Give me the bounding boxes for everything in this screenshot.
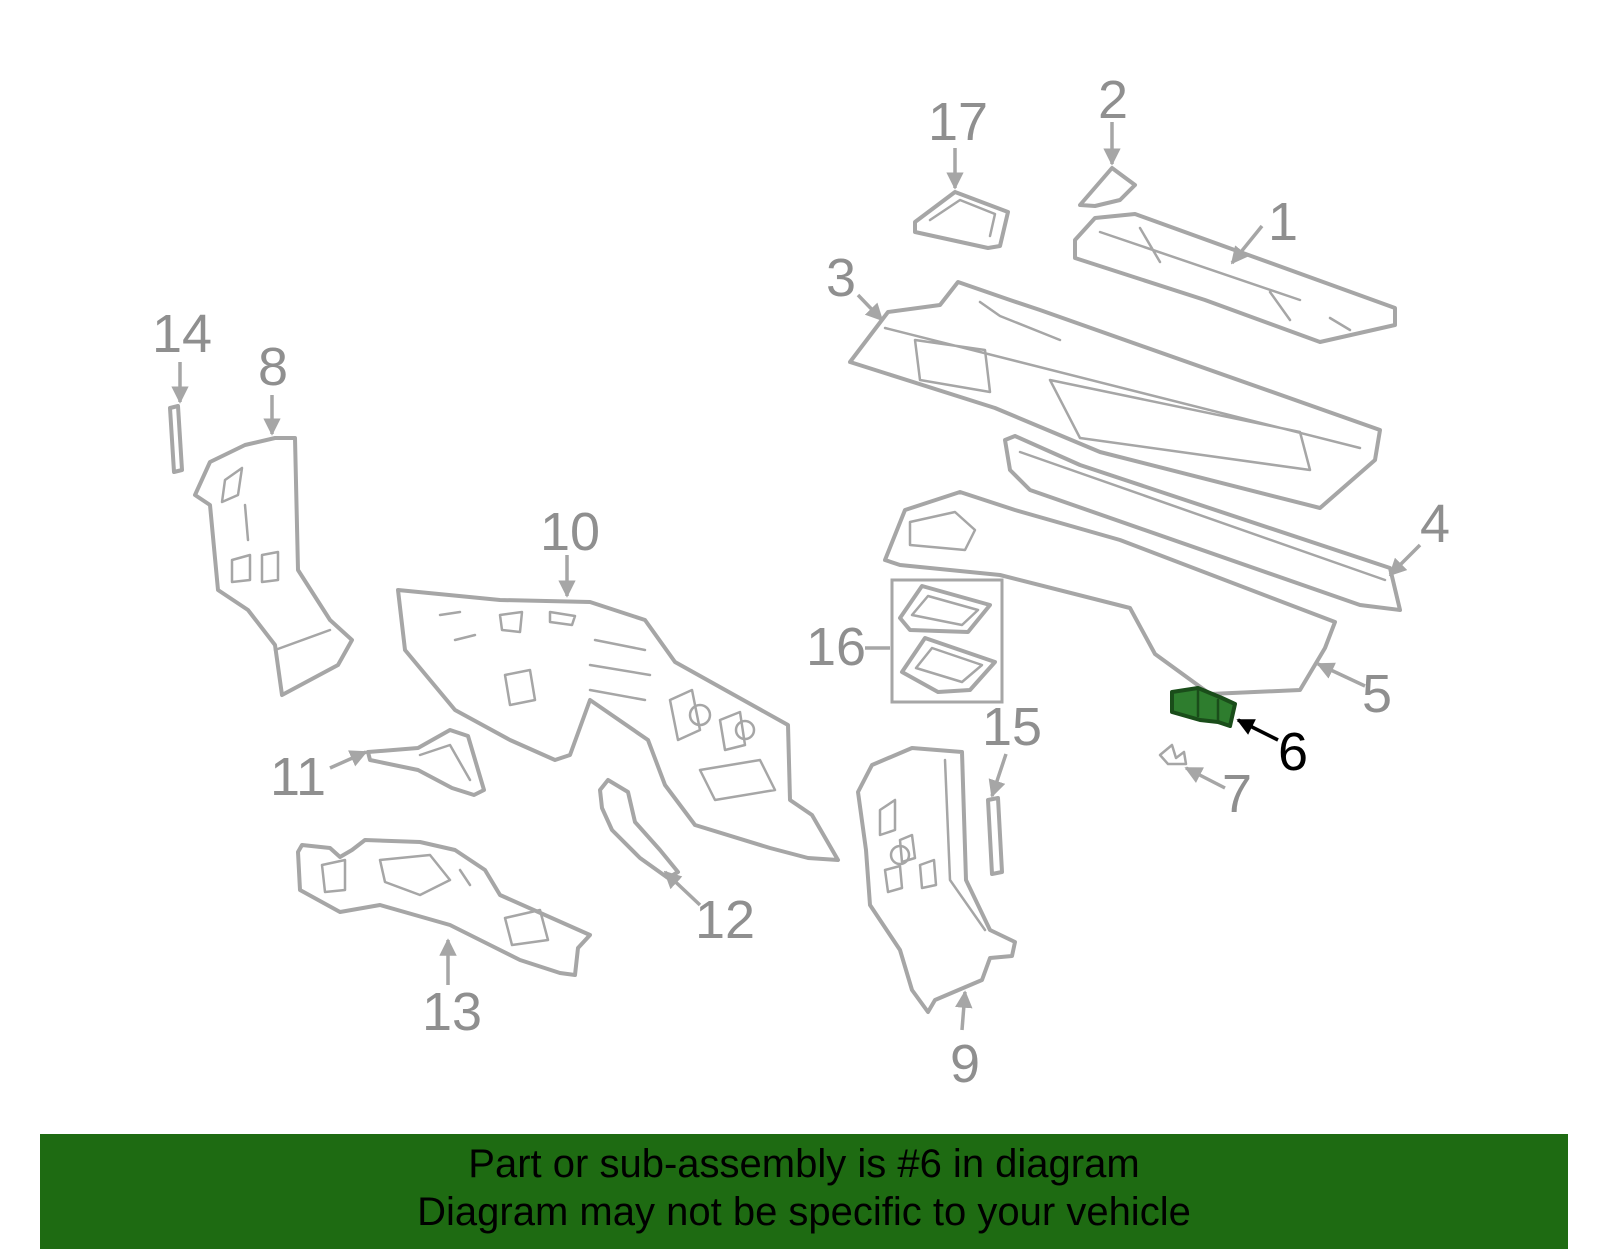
part-16-vent-ducts[interactable]: [890, 578, 1004, 704]
callout-17: 17: [928, 92, 988, 152]
part-3-upper-cowl-panel[interactable]: [848, 280, 1382, 510]
banner-line-disclaimer: Diagram may not be specific to your vehi…: [417, 1190, 1191, 1234]
callout-7: 7: [1222, 764, 1252, 824]
callout-14: 14: [152, 304, 212, 364]
leader-3: [856, 293, 884, 322]
part-17-vent-cover[interactable]: [913, 190, 1010, 250]
callout-13: 13: [422, 982, 482, 1042]
callout-15: 15: [982, 697, 1042, 757]
banner-line-part: Part or sub-assembly is #6 in diagram: [468, 1142, 1140, 1186]
part-7-clip[interactable]: [1158, 743, 1188, 766]
callout-8: 8: [258, 337, 288, 397]
leader-1: [1230, 224, 1264, 265]
callout-4: 4: [1420, 494, 1450, 554]
part-5-plenum-panel[interactable]: [883, 490, 1337, 696]
part-14-seal-strip[interactable]: [168, 404, 184, 474]
part-11-bracket[interactable]: [366, 728, 486, 797]
callout-12: 12: [695, 890, 755, 950]
part-9-right-hinge-pillar[interactable]: [856, 746, 1017, 1014]
parts-diagram: 1 2 3 4 5 6 7 8 9 10 11 12 13 14 15 16 1…: [152, 70, 1450, 1094]
part-2-cowl-cap[interactable]: [1078, 166, 1137, 208]
callout-9: 9: [950, 1034, 980, 1094]
callout-11: 11: [270, 747, 326, 807]
leader-4: [1388, 543, 1422, 577]
callout-3: 3: [826, 248, 856, 308]
part-8-left-hinge-pillar[interactable]: [193, 436, 354, 697]
leader-5: [1316, 662, 1366, 688]
callout-16: 16: [806, 617, 866, 677]
part-12-curved-brace[interactable]: [598, 778, 680, 880]
info-banner: Part or sub-assembly is #6 in diagram Di…: [40, 1134, 1568, 1249]
leader-6: [1236, 718, 1279, 742]
callout-2: 2: [1098, 70, 1128, 130]
part-13-lower-reinforcement[interactable]: [296, 838, 592, 977]
part-4-cowl-reinforcement[interactable]: [1003, 434, 1402, 612]
part-1-cowl-grille[interactable]: [1073, 212, 1397, 344]
part-6-highlighted-bracket[interactable]: [1170, 686, 1237, 728]
callout-5: 5: [1362, 664, 1392, 724]
leader-15: [988, 753, 1008, 798]
callout-6: 6: [1278, 722, 1308, 782]
part-15-seal-strip[interactable]: [986, 796, 1004, 876]
callout-1: 1: [1268, 192, 1298, 252]
leader-9: [955, 990, 973, 1031]
leader-11: [329, 750, 368, 770]
part-10-dash-panel[interactable]: [396, 588, 840, 862]
callout-10: 10: [540, 502, 600, 562]
leader-12: [663, 870, 702, 907]
leader-7: [1184, 766, 1226, 790]
